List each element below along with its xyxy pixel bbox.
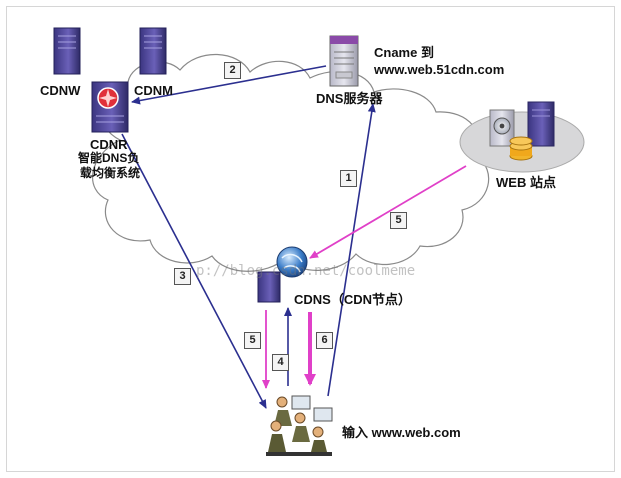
arrow-step-1 bbox=[327, 103, 376, 397]
cdnw-label: CDNW bbox=[40, 83, 81, 98]
step-1-badge: 1 bbox=[340, 170, 357, 187]
watermark: p://blog.csdn.net/coolmeme bbox=[196, 263, 416, 279]
step-6-badge: 6 bbox=[316, 332, 333, 349]
cdnm-label: CDNM bbox=[134, 83, 173, 98]
cdnm-server-icon bbox=[139, 27, 167, 75]
web-site-label: WEB 站点 bbox=[496, 175, 556, 190]
web-site-icon bbox=[459, 101, 585, 173]
dns-server-icon bbox=[329, 35, 359, 87]
internet-cloud bbox=[92, 53, 490, 272]
arrow-step-3 bbox=[121, 133, 267, 409]
step-5-badge-deliver: 5 bbox=[244, 332, 261, 349]
cdnw-server-icon bbox=[53, 27, 81, 75]
cdns-label: CDNS（CDN节点） bbox=[294, 292, 412, 307]
cdnr-desc-line1: 智能DNS负 bbox=[78, 151, 140, 165]
cdnr-load-balancer-icon bbox=[91, 81, 129, 133]
step-4-badge: 4 bbox=[272, 354, 289, 371]
step-3-badge: 3 bbox=[174, 268, 191, 285]
cdnr-label: CDNR bbox=[90, 137, 128, 152]
arrow-step-5-origin bbox=[309, 165, 467, 259]
step-2-badge: 2 bbox=[224, 62, 241, 79]
cname-line2: www.web.51cdn.com bbox=[374, 62, 505, 77]
cname-line1: Cname 到 bbox=[374, 45, 434, 60]
user-group-icon bbox=[266, 395, 333, 456]
step-5-badge-origin: 5 bbox=[390, 212, 407, 229]
cdnr-desc-line2: 载均衡系统 bbox=[80, 166, 141, 180]
dns-server-label: DNS服务器 bbox=[316, 91, 383, 106]
cdns-node-icon bbox=[257, 246, 308, 303]
arrow-step-2 bbox=[131, 65, 327, 105]
user-input-label: 输入 www.web.com bbox=[342, 425, 461, 440]
step-arrows bbox=[121, 65, 467, 409]
